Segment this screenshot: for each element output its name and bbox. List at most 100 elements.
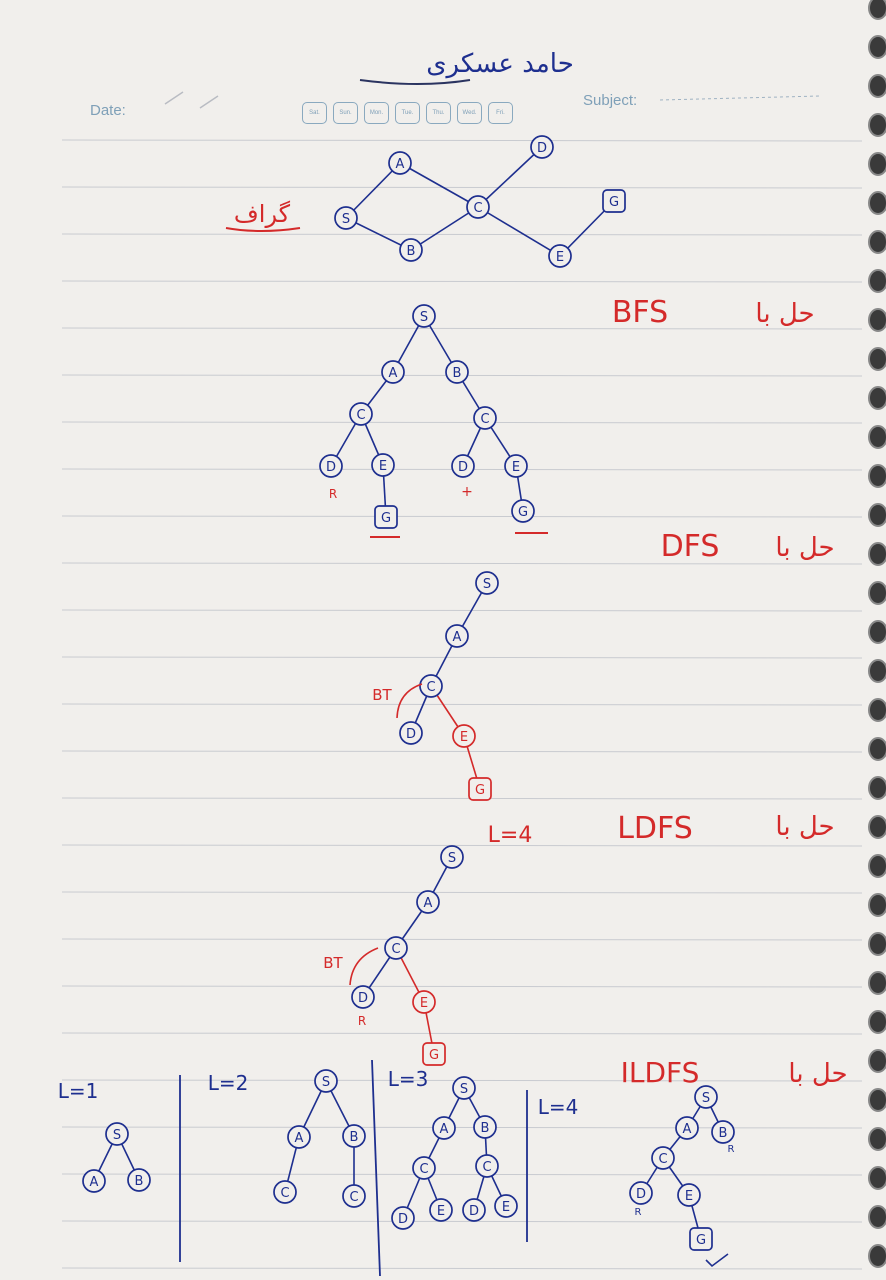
binding-ring: [868, 1244, 886, 1268]
ruled-line: [61, 280, 863, 283]
tree-node: [334, 206, 358, 230]
ruled-line: [61, 844, 863, 847]
node-label: D: [458, 460, 468, 475]
node-label: D: [636, 1187, 646, 1202]
dead-end-mark: R: [728, 1144, 735, 1155]
tree-node: [711, 1120, 735, 1144]
tree-node: [399, 238, 423, 262]
dead-end-mark: +: [461, 484, 473, 500]
tree-node: [694, 1085, 718, 1109]
level-label: L=2: [208, 1071, 249, 1095]
binding-ring: [868, 737, 886, 761]
tree-node: [342, 1124, 366, 1148]
ruled-line: [61, 1267, 863, 1270]
binding-ring: [868, 581, 886, 605]
tree-node: [412, 304, 436, 328]
ruled-line: [61, 797, 863, 800]
tree-node: [287, 1125, 311, 1149]
dead-end-mark: R: [358, 1014, 366, 1028]
ruled-line: [61, 938, 863, 941]
node-label: C: [480, 412, 489, 427]
ruled-line: [61, 703, 863, 706]
node-label: C: [391, 942, 400, 957]
ruled-line: [61, 515, 863, 518]
node-label: D: [537, 141, 547, 156]
ruled-line: [61, 562, 863, 565]
check-mark: [705, 1253, 729, 1268]
node-label: E: [379, 459, 387, 474]
ldfs-suffix: حل با: [775, 812, 834, 842]
bfs-title: BFS: [612, 295, 668, 330]
binding-ring: [868, 425, 886, 449]
graph-label: گراف: [234, 200, 291, 228]
ruled-line: [61, 1220, 863, 1223]
node-label: E: [512, 460, 520, 475]
day-box: Thu.: [426, 102, 451, 124]
ildfs-suffix: حل با: [788, 1059, 847, 1089]
binding-ring: [868, 854, 886, 878]
tree-node: [419, 674, 443, 698]
weekday-boxes: Sat. Sun. Mon. Tue. Thu. Wed. Fri.: [302, 102, 513, 124]
binding-ring: [868, 35, 886, 59]
tree-node: [351, 985, 375, 1009]
goal-node-box: [374, 505, 398, 529]
level-label: L=4: [538, 1095, 579, 1119]
binding-ring: [868, 74, 886, 98]
binding-ring: [868, 1166, 886, 1190]
node-label: E: [556, 250, 564, 265]
day-box: Sun.: [333, 102, 358, 124]
tree-node: [412, 990, 436, 1014]
day-box: Wed.: [457, 102, 482, 124]
binding-ring: [868, 269, 886, 293]
node-label: S: [460, 1082, 468, 1097]
ruled-line: [61, 891, 863, 894]
node-label: G: [518, 505, 528, 520]
node-label: S: [483, 577, 491, 592]
binding-ring: [868, 659, 886, 683]
backtrack-arrow: [396, 683, 423, 719]
goal-node-box: [689, 1227, 713, 1251]
binding-ring: [868, 1049, 886, 1073]
node-label: E: [437, 1204, 445, 1219]
tree-node: [473, 406, 497, 430]
tree-node: [462, 1198, 486, 1222]
day-box: Tue.: [395, 102, 420, 124]
ruled-line: [61, 1173, 863, 1176]
node-label: C: [426, 680, 435, 695]
binding-ring: [868, 0, 886, 20]
binding-ring: [868, 542, 886, 566]
node-label: G: [475, 783, 485, 798]
binding-ring: [868, 1205, 886, 1229]
binding-ring: [868, 1088, 886, 1112]
node-label: C: [482, 1160, 491, 1175]
goal-node-box: [422, 1042, 446, 1066]
node-label: D: [326, 460, 336, 475]
tree-edge: [477, 146, 543, 208]
tree-node: [319, 454, 343, 478]
level-label: L=3: [388, 1067, 429, 1091]
node-label: D: [358, 991, 368, 1006]
author-name: حامد عسکری: [426, 49, 574, 79]
day-box: Sat.: [302, 102, 327, 124]
ldfs-limit: L=4: [488, 823, 533, 848]
binding-ring: [868, 971, 886, 995]
tree-node: [445, 360, 469, 384]
tree-node: [504, 454, 528, 478]
spiral-binding: [868, 0, 886, 1268]
node-label: G: [696, 1233, 706, 1248]
dead-end-mark: R: [635, 1207, 642, 1218]
ildfs-title: ILDFS: [621, 1056, 700, 1089]
ruled-line: [61, 327, 863, 330]
tree-node: [314, 1069, 338, 1093]
ruled-line: [61, 186, 863, 189]
node-label: E: [420, 996, 428, 1011]
binding-ring: [868, 113, 886, 137]
backtrack-arrow: [349, 947, 379, 986]
backtrack-label: BT: [323, 954, 343, 972]
tree-node: [273, 1180, 297, 1204]
ruled-line: [61, 233, 863, 236]
node-label: A: [453, 630, 462, 645]
tree-node: [511, 499, 535, 523]
node-label: D: [398, 1212, 408, 1227]
